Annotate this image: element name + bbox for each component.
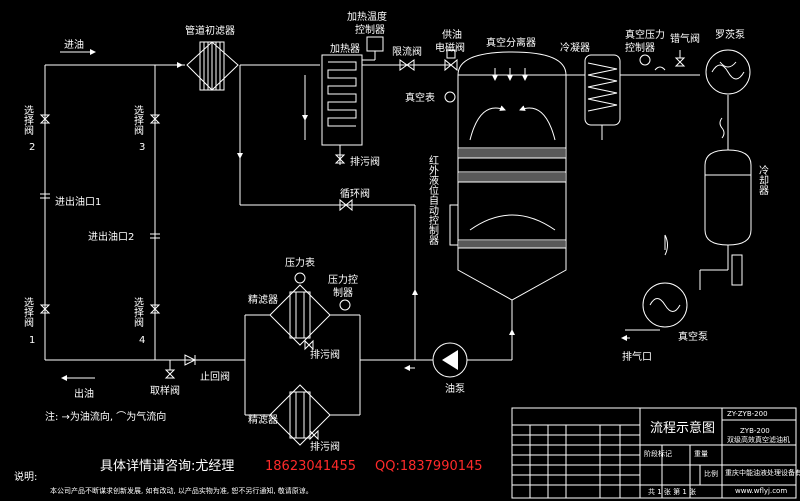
outlet-label: 出油 (74, 387, 94, 400)
vacuum-pressure-controller-icon (639, 54, 666, 71)
heater-label: 加热器 (330, 42, 360, 55)
exhaust-label: 排气口 (622, 350, 652, 363)
contact-prefix: 具体详情请咨询:尤经理 (100, 459, 234, 474)
pressure-gauge-label: 压力表 (285, 256, 315, 269)
drain-label-2: 排污阀 (310, 440, 340, 453)
circ-valve-label: 循环阀 (340, 187, 370, 200)
disclaimer: 本公司产品不断谋求创新发展, 如有改动, 以产品实物为准, 恕不另行通知, 敬请… (50, 486, 313, 495)
inlet-label: 进油 (64, 38, 84, 51)
vacuum-gauge-label: 真空表 (405, 91, 435, 104)
heater (321, 36, 384, 165)
sample-valve (164, 360, 176, 379)
throttle-label: 限流阀 (392, 45, 422, 58)
valve-4-num: 4 (139, 335, 145, 346)
valve-1-label: 选择阀 (22, 296, 34, 328)
valve-3-num: 3 (139, 142, 145, 153)
pressure-ctrl-label-1: 压力控 (328, 273, 358, 286)
title-block-stage-mark: 阶段标记 (644, 449, 672, 458)
oil-pump-label: 油泵 (445, 382, 465, 395)
contact-qq: QQ:1837990145 (375, 459, 483, 474)
fine-filter-bottom (269, 384, 331, 446)
solenoid-valve (444, 49, 458, 72)
pressure-controller-icon (339, 299, 351, 311)
vac-ctrl-label-1: 真空压力 (625, 28, 665, 41)
heater-ctrl-label-2: 控制器 (355, 23, 385, 36)
title-block-title: 流程示意图 (650, 420, 715, 436)
title-block (511, 407, 797, 499)
solenoid-label-1: 供油 (442, 28, 462, 41)
fine-filter-label-1: 精滤器 (248, 293, 278, 306)
contact-phone: 18623041455 (265, 459, 356, 474)
throttle-valve (399, 59, 415, 71)
cooler (704, 149, 752, 246)
fine-filter-label-2: 精滤器 (248, 413, 278, 426)
cooler-label: 冷却器 (757, 164, 769, 196)
inlet-port-1-label: 进出油口1 (55, 195, 101, 208)
heater-ctrl-label-1: 加热温度 (347, 10, 387, 23)
check-valve-label: 止回阀 (200, 370, 230, 383)
separator-label: 真空分离器 (486, 36, 536, 49)
title-block-scale: 比例 (704, 469, 718, 478)
pipe-prefilter (186, 41, 239, 91)
inlet-pipes (44, 64, 729, 416)
title-block-sheet: 共 1 张 第 1 张 (648, 487, 696, 496)
separator-packing (459, 149, 565, 248)
drain-label-1: 排污阀 (310, 348, 340, 361)
valve-2-label: 选择阀 (22, 104, 34, 136)
oil-pump (432, 342, 468, 378)
vacuum-separator (457, 51, 567, 301)
level-ctrl-label: 红外液位自动控制器 (427, 154, 439, 246)
condenser-label: 冷凝器 (560, 41, 590, 54)
pressure-gauge-icon (294, 272, 306, 284)
vacuum-pump-label: 真空泵 (678, 330, 708, 343)
level-controller (449, 204, 459, 246)
roots-pump (705, 49, 751, 95)
vac-ctrl-label-2: 控制器 (625, 41, 655, 54)
valve-3-label: 选择阀 (132, 104, 144, 136)
vacuum-gauge-icon (444, 91, 456, 103)
valve-4-label: 选择阀 (132, 296, 144, 328)
heater-drain-label: 排污阀 (350, 155, 380, 168)
vacuum-pump (642, 254, 743, 328)
valve-1-num: 1 (29, 335, 35, 346)
title-block-weight: 重量 (694, 450, 708, 458)
fine-filter-top (269, 284, 331, 346)
filter-drain-valves (304, 339, 319, 441)
bleed-valve-label: 错气阀 (670, 32, 700, 45)
heater-drain-valve (334, 154, 346, 164)
bleed-valve (674, 50, 686, 67)
inlet-port-2-label: 进出油口2 (88, 230, 134, 243)
selection-valves (39, 114, 161, 314)
inlet-ports (40, 193, 160, 239)
explain-label: 说明: (14, 470, 37, 483)
title-block-model: ZYB-200 (740, 427, 770, 435)
gas-flow-path (664, 117, 725, 256)
roots-pump-label: 罗茨泵 (715, 28, 745, 41)
title-block-code: ZY-ZYB-200 (727, 410, 768, 418)
sample-valve-label: 取样阀 (150, 384, 180, 397)
flow-note: 注: →为油流向, ⌒为气流向 (45, 410, 166, 423)
solenoid-label-2: 电磁阀 (435, 41, 465, 54)
title-block-name: 双级高效真空滤油机 (727, 435, 790, 444)
title-block-website: www.wflyj.com (735, 487, 787, 495)
pipe-filter-label: 管道初滤器 (185, 24, 235, 37)
oil-flow-arrows (60, 49, 630, 381)
condenser (584, 54, 621, 140)
check-valve (184, 354, 197, 366)
circulation-valve (339, 198, 353, 212)
valve-2-num: 2 (29, 142, 35, 153)
pressure-ctrl-label-2: 制器 (333, 286, 353, 299)
title-block-company: 重庆中能油液处理设备有限公司 (725, 468, 800, 477)
